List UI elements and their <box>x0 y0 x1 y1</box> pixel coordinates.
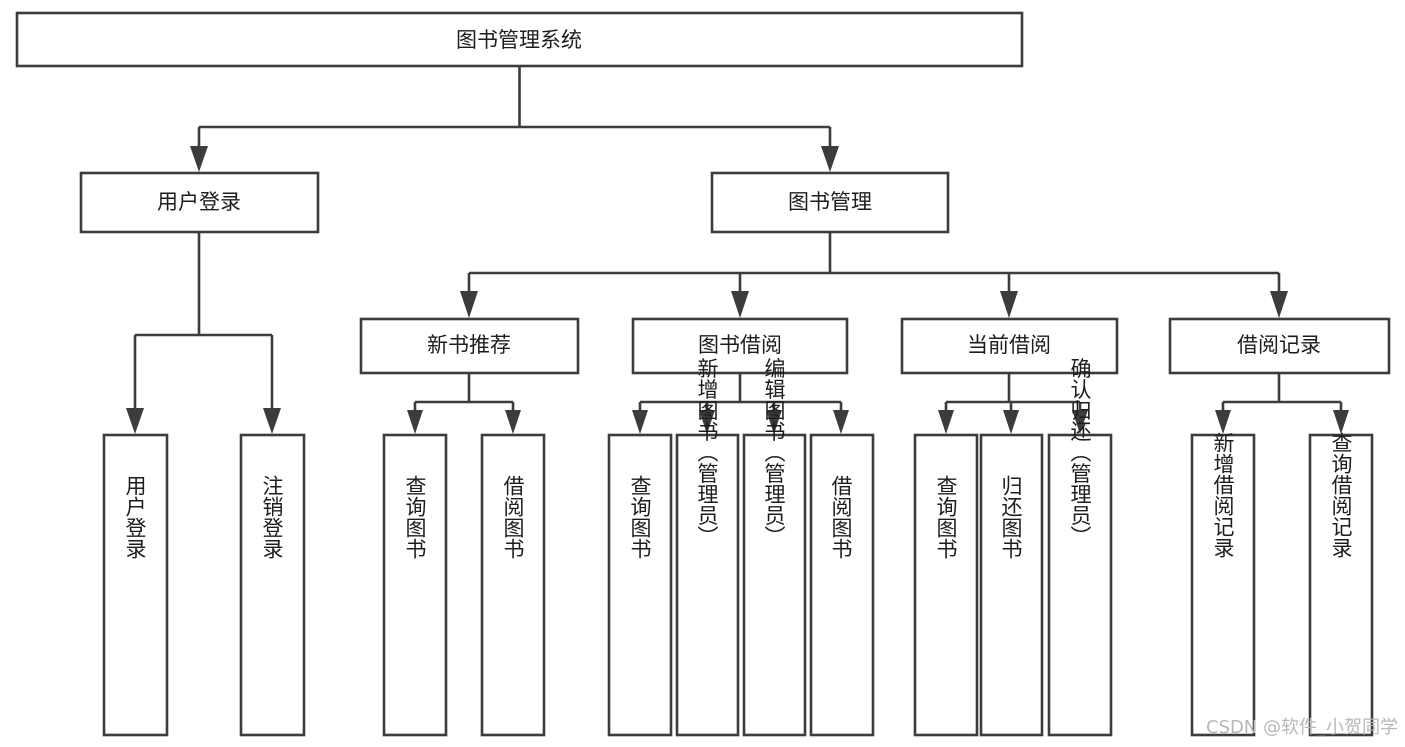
node-book-manage-label: 图书管理 <box>788 190 872 214</box>
leaf-borrow-borrow-book-label: 借阅图书 <box>829 475 853 559</box>
leaf-user-login-logout-box[interactable] <box>239 433 306 737</box>
leaf-newbook-query-book-label: 查询图书 <box>403 475 427 559</box>
arrow-head-current-leaf-1 <box>938 410 954 434</box>
node-borrow-record[interactable]: 借阅记录 <box>1168 317 1391 375</box>
leaf-borrow-query-book-label: 查询图书 <box>628 475 652 559</box>
leaf-newbook-borrow-book[interactable]: 借阅图书 <box>480 433 546 737</box>
node-user-login-box[interactable] <box>79 171 320 234</box>
arrow-head-newbook-leaf-1 <box>407 410 423 434</box>
leaf-current-return-book[interactable]: 归还图书 <box>979 433 1044 737</box>
arrow-head-borrow-leaf-1 <box>632 410 648 434</box>
node-book-borrow-box[interactable] <box>631 317 849 375</box>
node-current-borrow-box[interactable] <box>900 317 1119 375</box>
leaf-borrow-query-book[interactable]: 查询图书 <box>607 433 673 737</box>
arrow-head-newbook <box>460 291 478 318</box>
arrow-head-record-leaf-1 <box>1215 410 1231 434</box>
leaf-newbook-query-book[interactable]: 查询图书 <box>382 433 448 737</box>
leaf-user-login-login-box[interactable] <box>102 433 169 737</box>
leaf-record-query-record-box[interactable] <box>1308 433 1374 737</box>
arrow-head-borrow-leaf-3 <box>766 410 782 434</box>
leaf-current-query-book-label: 查询图书 <box>934 475 958 559</box>
leaf-borrow-add-book-box[interactable] <box>675 433 740 737</box>
node-new-book-recommend-box[interactable] <box>359 317 580 375</box>
arrow-head-current-leaf-3 <box>1072 410 1088 434</box>
node-root-system-box[interactable] <box>15 11 1024 68</box>
leaf-borrow-borrow-book-box[interactable] <box>809 433 875 737</box>
node-root-system[interactable]: 图书管理系统 <box>15 11 1024 68</box>
arrow-head-record <box>1270 291 1288 318</box>
leaf-borrow-edit-book[interactable]: 编辑图书（管理员） <box>742 358 807 737</box>
leaf-newbook-borrow-book-box[interactable] <box>480 433 546 737</box>
node-user-login[interactable]: 用户登录 <box>79 171 320 234</box>
leaf-user-login-login[interactable]: 用户登录 <box>102 433 169 737</box>
node-new-book-recommend[interactable]: 新书推荐 <box>359 317 580 375</box>
arrow-head-leaf-user-login <box>126 408 144 434</box>
node-user-login-label: 用户登录 <box>157 190 241 214</box>
leaf-current-return-book-box[interactable] <box>979 433 1044 737</box>
connector-layer <box>126 66 1349 434</box>
leaf-user-login-logout-label: 注销登录 <box>260 475 284 559</box>
csdn-watermark: CSDN @软件_小贺同学 <box>1206 717 1398 738</box>
leaf-borrow-add-book-label: 新增图书（管理员） <box>695 358 719 547</box>
leaf-record-add-record[interactable]: 新增借阅记录 <box>1190 432 1256 737</box>
leaf-current-confirm-return-label: 确认归还（管理员） <box>1068 358 1092 547</box>
leaf-current-query-book-box[interactable] <box>913 433 979 737</box>
node-book-manage[interactable]: 图书管理 <box>710 171 950 234</box>
node-current-borrow-label: 当前借阅 <box>967 333 1051 357</box>
node-book-borrow-label: 图书借阅 <box>698 333 782 357</box>
node-current-borrow[interactable]: 当前借阅 <box>900 317 1119 375</box>
leaf-current-confirm-return[interactable]: 确认归还（管理员） <box>1047 358 1113 737</box>
node-new-book-recommend-label: 新书推荐 <box>427 333 511 357</box>
arrow-head-borrow-leaf-4 <box>833 410 849 434</box>
leaf-borrow-edit-book-label: 编辑图书（管理员） <box>762 358 786 547</box>
arrow-head-user-login <box>190 146 208 172</box>
arrow-head-leaf-logout <box>263 408 281 434</box>
arrow-head-current <box>1000 291 1018 318</box>
node-book-manage-box[interactable] <box>710 171 950 234</box>
leaf-newbook-query-book-box[interactable] <box>382 433 448 737</box>
arrow-head-current-leaf-2 <box>1003 410 1019 434</box>
leaf-record-query-record[interactable]: 查询借阅记录 <box>1308 432 1374 737</box>
leaf-borrow-borrow-book[interactable]: 借阅图书 <box>809 433 875 737</box>
leaf-user-login-logout[interactable]: 注销登录 <box>239 433 306 737</box>
arrow-head-borrow-leaf-2 <box>699 410 715 434</box>
node-borrow-record-label: 借阅记录 <box>1237 333 1321 357</box>
leaf-record-add-record-box[interactable] <box>1190 433 1256 737</box>
leaf-current-query-book[interactable]: 查询图书 <box>913 433 979 737</box>
leaf-user-login-login-label: 用户登录 <box>123 475 147 559</box>
leaf-borrow-add-book[interactable]: 新增图书（管理员） <box>675 358 740 737</box>
leaf-current-return-book-label: 归还图书 <box>999 475 1023 559</box>
node-root-system-label: 图书管理系统 <box>456 28 582 52</box>
leaf-current-confirm-return-box[interactable] <box>1047 433 1113 737</box>
arrow-head-book-manage <box>821 146 839 172</box>
arrow-head-newbook-leaf-2 <box>505 410 521 434</box>
leaf-record-add-record-label: 新增借阅记录 <box>1211 432 1235 558</box>
arrow-head-borrow <box>731 291 749 318</box>
leaf-record-query-record-label: 查询借阅记录 <box>1329 432 1353 558</box>
leaf-newbook-borrow-book-label: 借阅图书 <box>501 475 525 559</box>
leaf-borrow-edit-book-box[interactable] <box>742 433 807 737</box>
node-book-borrow[interactable]: 图书借阅 <box>631 317 849 375</box>
arrow-head-record-leaf-2 <box>1333 410 1349 434</box>
node-borrow-record-box[interactable] <box>1168 317 1391 375</box>
leaf-borrow-query-book-box[interactable] <box>607 433 673 737</box>
